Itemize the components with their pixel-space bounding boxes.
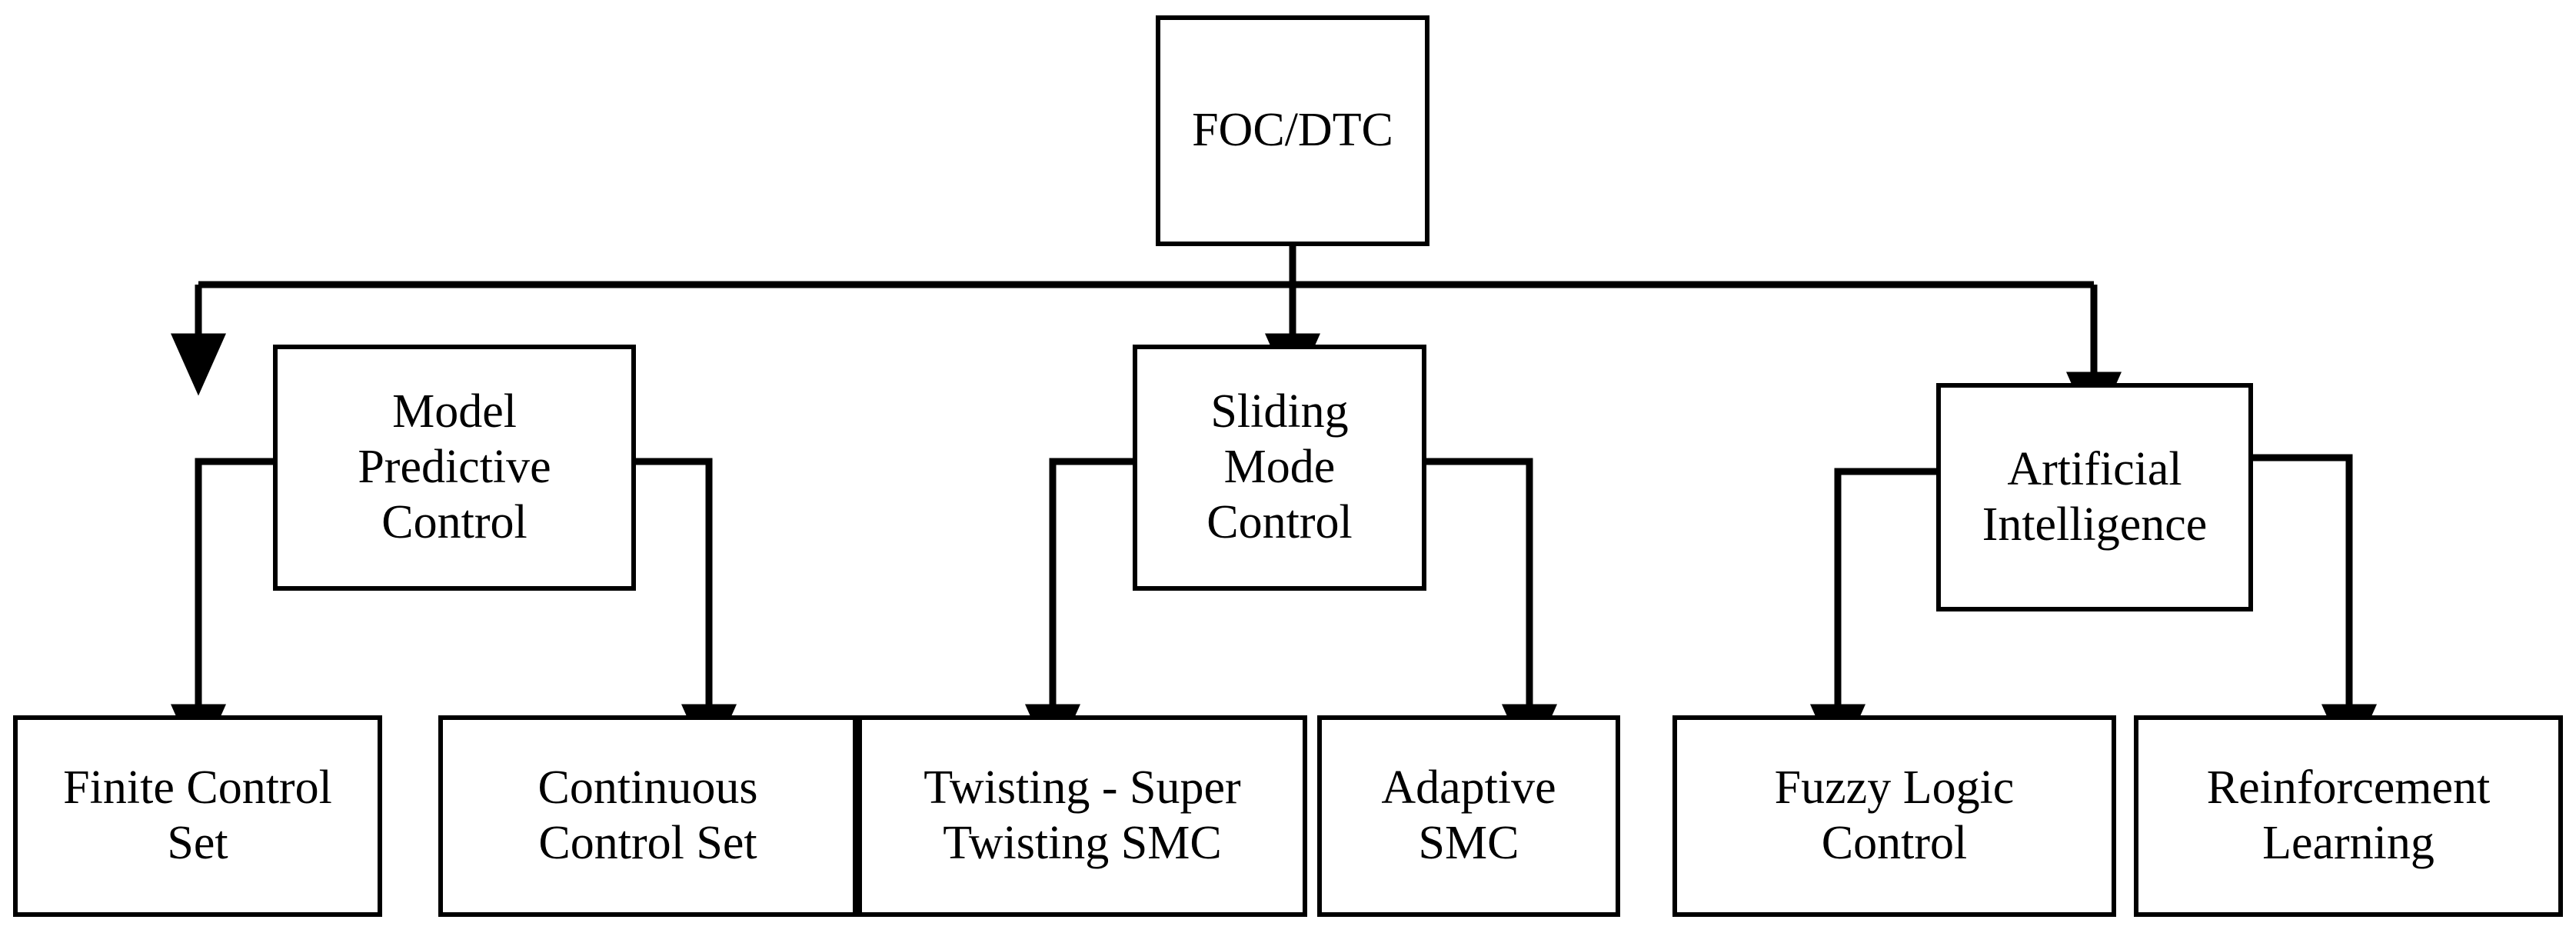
node-sliding-mode-control[interactable]: Sliding Mode Control [1133,345,1426,591]
node-model-predictive-control-label: Model Predictive Control [358,385,551,548]
node-finite-control-set[interactable]: Finite Control Set [13,715,382,917]
node-twisting-super-twisting-smc-label: Twisting - Super Twisting SMC [924,761,1241,869]
node-continuous-control-set[interactable]: Continuous Control Set [438,715,857,917]
edge-smc-tst [1025,458,1133,767]
node-finite-control-set-label: Finite Control Set [63,761,332,869]
node-adaptive-smc-label: Adaptive SMC [1381,761,1556,869]
node-continuous-control-set-label: Continuous Control Set [537,761,758,869]
node-foc-dtc-label: FOC/DTC [1192,104,1393,157]
node-adaptive-smc[interactable]: Adaptive SMC [1317,715,1620,917]
node-fuzzy-logic-control-label: Fuzzy Logic Control [1774,761,2015,869]
node-sliding-mode-control-label: Sliding Mode Control [1206,385,1353,548]
edge-smc-asmc [1426,458,1557,767]
edge-ai-flc [1810,468,1936,767]
node-foc-dtc[interactable]: FOC/DTC [1156,15,1429,246]
node-model-predictive-control[interactable]: Model Predictive Control [273,345,636,591]
node-artificial-intelligence[interactable]: Artificial Intelligence [1936,383,2253,611]
node-reinforcement-learning[interactable]: Reinforcement Learning [2134,715,2563,917]
edge-root-bus [198,246,2094,288]
node-twisting-super-twisting-smc[interactable]: Twisting - Super Twisting SMC [857,715,1307,917]
edge-mpc-fcs [171,458,273,767]
edge-mpc-ccs [636,458,737,767]
node-reinforcement-learning-label: Reinforcement Learning [2206,761,2491,869]
edge-ai-rl [2253,454,2377,767]
node-fuzzy-logic-control[interactable]: Fuzzy Logic Control [1672,715,2116,917]
node-artificial-intelligence-label: Artificial Intelligence [1982,442,2208,551]
